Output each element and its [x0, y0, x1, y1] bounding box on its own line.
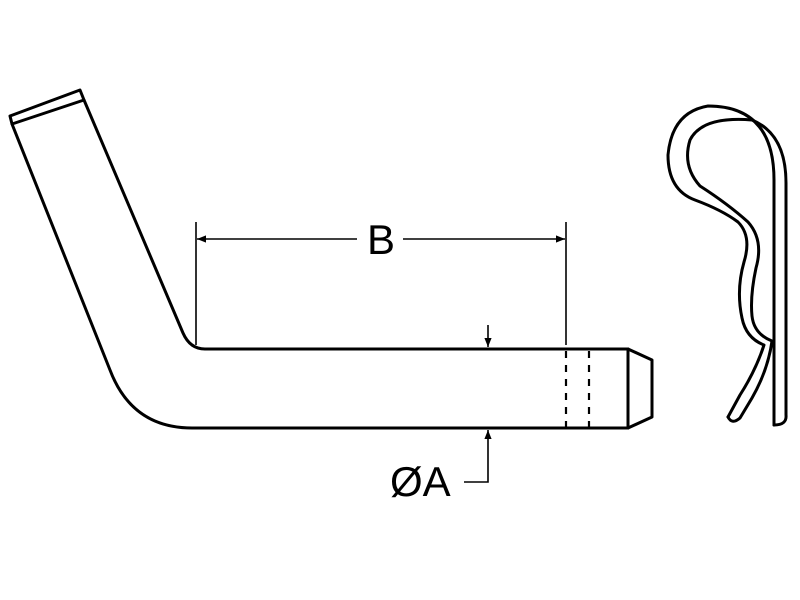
pin-tip: [626, 347, 654, 430]
pin-end-cap: [8, 88, 86, 126]
pin-inner-edge: [82, 98, 630, 351]
dimension-b: B: [195, 216, 567, 345]
r-clip-inner: [686, 117, 788, 427]
diameter-leader: [464, 430, 492, 483]
r-clip-outer: [666, 104, 776, 427]
hitch-pin: [8, 88, 654, 430]
r-clip: [666, 104, 788, 427]
dimension-a: ØA: [390, 325, 492, 505]
dimension-label-a: ØA: [390, 458, 451, 505]
dimension-label-b: B: [367, 216, 395, 263]
pin-outer-edge: [10, 122, 630, 430]
